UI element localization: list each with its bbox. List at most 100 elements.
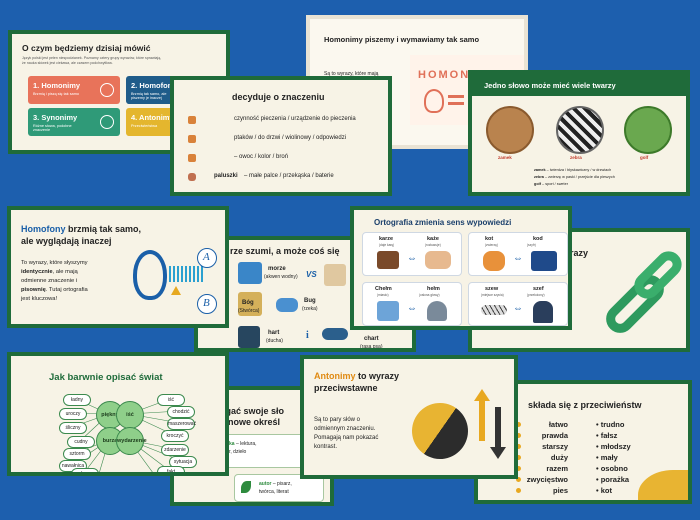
word-a-meaning: (miasto) — [377, 293, 389, 297]
castle-picture — [486, 106, 534, 154]
god-picture — [238, 292, 262, 316]
synonym-pill: incydent — [143, 472, 171, 476]
bullet-icon — [516, 455, 521, 460]
vocab-word: ka — [229, 441, 235, 447]
pair-card: karze (daje karę) każe (rozkazuje) ⇔ — [362, 232, 462, 276]
word-b-meaning: (przełożony) — [527, 293, 545, 297]
word-a: Chełm — [375, 286, 392, 292]
synonym-pill: wichura — [85, 472, 113, 476]
vocab-card: autor – pisarz, twórca, literat — [234, 474, 324, 502]
spirit-icon — [238, 326, 260, 348]
slide-intro-line-1: Język polski jest pełen niespodzianek. P… — [22, 56, 162, 60]
topic-label: 2. Homofony — [131, 81, 177, 90]
slide-title-line-1: Antonimy to wyrazy — [314, 371, 399, 381]
helmet-icon — [427, 301, 447, 321]
word-a: karze — [379, 236, 394, 242]
letter: B — [203, 297, 210, 309]
slide-synonimy-map[interactable]: Jak barwnie opisać świat • ładnyuroczyśl… — [7, 352, 229, 476]
word-a: szew — [485, 286, 499, 292]
letter-a-badge: A — [197, 248, 217, 268]
word-b: szef — [533, 286, 544, 292]
slide-title: Ortografia zmienia sens wypowiedzi — [374, 218, 512, 227]
bullet-icon — [516, 477, 521, 482]
slide-antonimy-list[interactable]: składa się z przeciwieństw łatwo• trudno… — [474, 380, 692, 504]
note-word: zamek — [534, 168, 546, 172]
synonym-pill: sztorm — [63, 448, 91, 460]
bullet-icon — [516, 422, 521, 427]
synonym-center-node: iść — [116, 401, 144, 429]
quill-icon — [241, 481, 251, 493]
title-highlight: Antonimy — [314, 371, 356, 381]
slide-antonimy-def[interactable]: Antonimy to wyrazy przeciwstawne Są to p… — [300, 355, 518, 479]
note-line: zebra – zwierzę w paski / przejście dla … — [534, 175, 615, 179]
finger-icon — [188, 173, 196, 181]
body-line: pisownię. Tutaj ortografia — [21, 287, 88, 293]
word-meaning: (rasa psa) — [360, 344, 383, 350]
pair-card: szew (miejsce szycia) szef (przełożony) … — [468, 282, 568, 326]
arrow-icon: ⇔ — [513, 303, 523, 314]
meaning-bold-word: paluszki — [214, 173, 238, 179]
info-icon: i — [306, 330, 309, 341]
antonym-left: duży — [550, 453, 568, 462]
topic-sub: Brzmią tak samo, ale piszemy je inaczej — [131, 92, 167, 101]
slide-homofony-def[interactable]: Homofony brzmią tak samo, ale wyglądają … — [7, 206, 229, 328]
picture-caption: golf — [640, 155, 649, 160]
topic-sub: Przeciwieństwa — [131, 124, 158, 128]
ear-icon — [133, 250, 167, 300]
slide-title-line-2: ale wyglądają inaczej — [21, 236, 112, 246]
picture-caption: zamek — [498, 155, 512, 160]
body-text: . Tutaj ortografia — [45, 287, 88, 293]
warning-icon — [171, 286, 181, 295]
synonym-pill: iść — [157, 394, 185, 406]
bullet-icon — [188, 154, 196, 162]
sea-picture — [238, 262, 262, 284]
body-line: kontrast. — [314, 444, 338, 450]
title-rest: brzmią tak samo, — [65, 224, 142, 234]
slide-title: razy — [570, 248, 589, 258]
body-text: , ale mają — [52, 269, 78, 275]
word: hart — [268, 330, 280, 336]
antonym-right: • porażka — [596, 475, 630, 484]
slide-many-faces[interactable]: Jedno słowo może mieć wiele twarzy zamek… — [468, 70, 690, 196]
word: Bóg — [242, 300, 254, 306]
antonym-right: • osobno — [596, 464, 628, 473]
soundwave-icon — [169, 266, 205, 282]
meaning-line: ptaków / do drzwi / wiolinowy / odpowied… — [234, 135, 347, 141]
vocab-word: autor — [259, 481, 272, 487]
cat-icon — [483, 251, 505, 271]
slide-context-meaning[interactable]: decyduje o znaczeniu czynność pieczenia … — [170, 76, 392, 196]
bullet-icon — [516, 488, 521, 493]
word-meaning: (ducha) — [266, 338, 283, 344]
vocab-line: twórca, literat — [259, 489, 289, 495]
masks-icon — [100, 83, 114, 97]
word-meaning: (rzeka) — [302, 306, 318, 312]
antonym-right: • trudno — [596, 420, 625, 429]
slide-ortografia[interactable]: Ortografia zmienia sens wypowiedzi karze… — [350, 206, 572, 330]
letter: A — [203, 251, 210, 263]
slide-title: rze szumi, a może coś się — [230, 246, 340, 256]
title-highlight: Homofony — [21, 224, 66, 234]
antonym-left: zwycięstwo — [526, 475, 568, 484]
lock-icon — [531, 251, 557, 271]
arrow-icon: ⇔ — [513, 253, 523, 264]
topic-label: 4. Antonimy — [131, 113, 174, 122]
antonym-left: pies — [552, 486, 568, 495]
topic-card-synonimy: 3. Synonimy Różne słowa, podobne znaczen… — [28, 108, 120, 136]
note-text: – zwierzę w paski / przejście dla pieszy… — [543, 175, 615, 179]
word-b-meaning: (rozkazuje) — [425, 243, 441, 247]
arrow-up-shaft — [479, 401, 485, 441]
pair-card: kot (zwierzę) kod (szyfr) ⇔ — [468, 232, 568, 276]
vocab-text: – lektura, — [234, 441, 257, 447]
note-text: – sport / sweter — [540, 182, 568, 186]
word: morze — [268, 266, 286, 272]
antonym-left: starszy — [542, 442, 568, 451]
topic-sub: Różne słowa, podobne znaczenie — [33, 124, 72, 133]
vocab-line: r, dzieło — [229, 449, 247, 455]
antonym-left: łatwo — [548, 420, 568, 429]
arrow-up-icon — [474, 389, 490, 401]
slide-title-line-2: o nowe określ — [220, 417, 281, 427]
vocab-card: ka – lektura, r, dzieło — [218, 434, 308, 468]
body-line: identycznie, ale mają — [21, 269, 78, 275]
synonym-pill: ulewa — [71, 468, 99, 472]
